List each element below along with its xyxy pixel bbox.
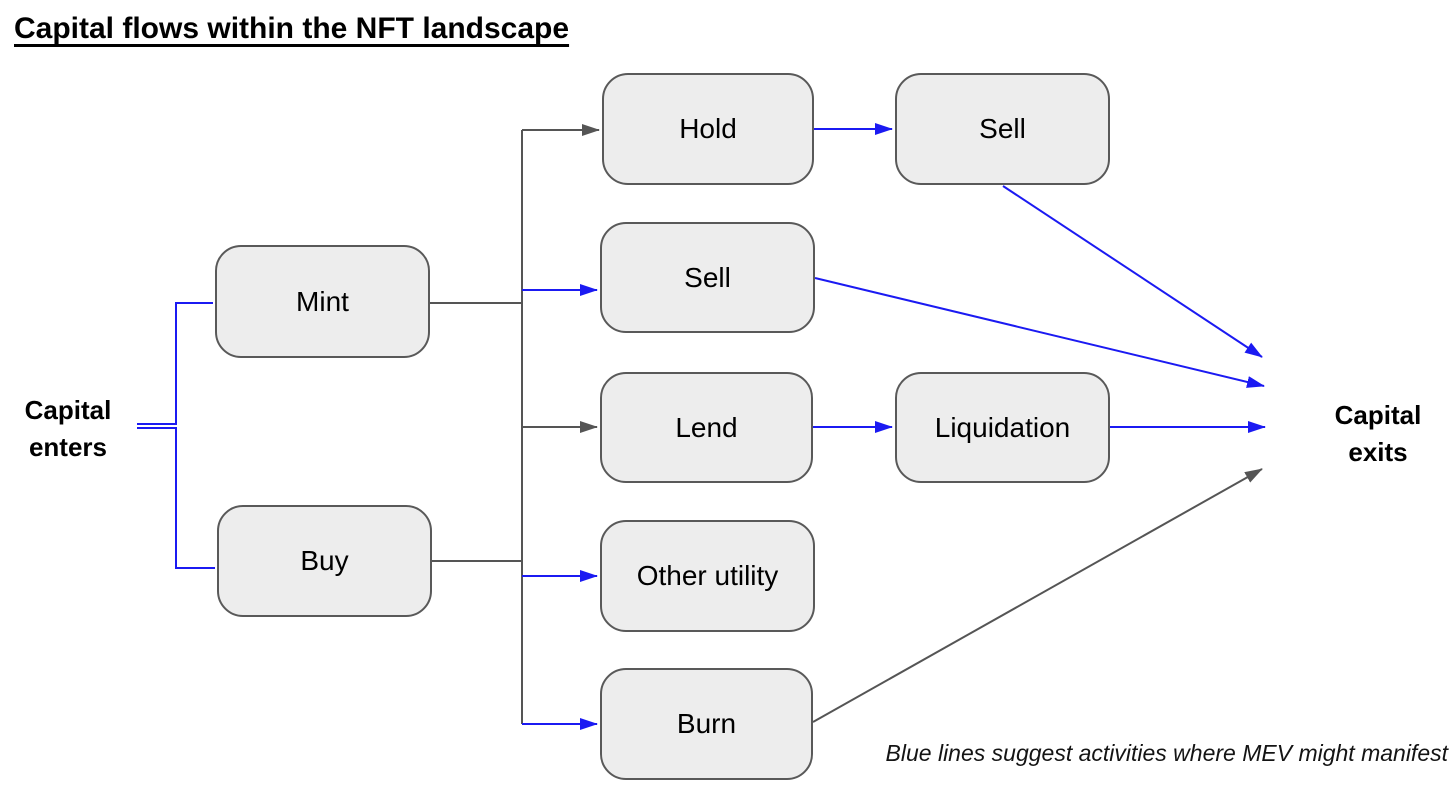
- capital-exits-label: Capital exits: [1334, 400, 1422, 467]
- node-mint: Mint: [215, 245, 430, 358]
- node-other-utility-label: Other utility: [636, 560, 779, 591]
- node-mint-label: Mint: [296, 285, 349, 317]
- node-lend-label: Lend: [675, 411, 738, 443]
- node-other-utility: Other utility: [600, 520, 815, 632]
- node-sell: Sell: [600, 222, 815, 333]
- edge-capital-enters-to-mint: [137, 302, 213, 425]
- node-sell-label: Sell: [684, 261, 731, 293]
- edge-sell-after-hold-to-capital-exits: [1002, 185, 1263, 358]
- edge-burn-to-capital-exits: [812, 468, 1263, 723]
- node-buy: Buy: [217, 505, 432, 617]
- page-title: Capital flows within the NFT landscape: [14, 12, 570, 45]
- node-liquidation-label: Liquidation: [934, 411, 1071, 443]
- mev-note: Blue lines suggest activities where MEV …: [885, 740, 1448, 766]
- edge-sell-to-capital-exits: [814, 277, 1265, 388]
- node-hold: Hold: [602, 73, 814, 185]
- node-burn-label: Burn: [676, 708, 737, 739]
- node-lend: Lend: [600, 372, 813, 483]
- capital-enters-label: Capital enters: [24, 395, 112, 462]
- node-sell-after-hold: Sell: [895, 73, 1110, 185]
- node-hold-label: Hold: [679, 113, 737, 144]
- node-sell-after-hold-label: Sell: [979, 113, 1026, 144]
- node-buy-label: Buy: [300, 545, 349, 576]
- node-burn: Burn: [600, 668, 813, 780]
- node-liquidation: Liquidation: [895, 372, 1110, 483]
- edge-capital-enters-to-buy: [137, 427, 215, 569]
